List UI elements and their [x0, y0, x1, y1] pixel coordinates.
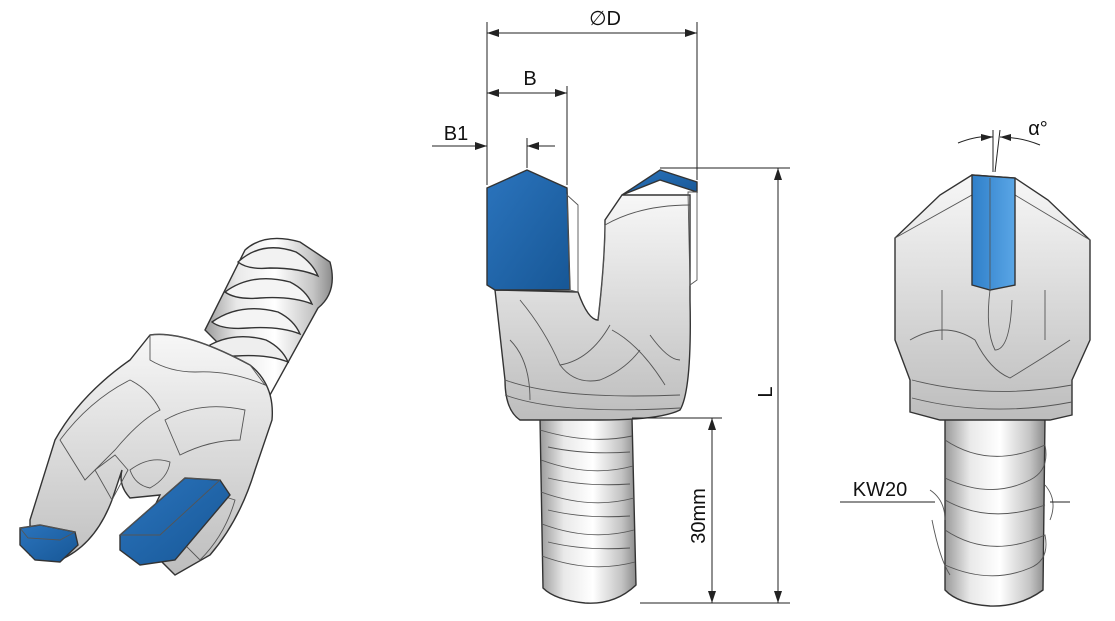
dimension-length: L — [640, 167, 790, 604]
dimension-angle: α° — [957, 118, 1048, 173]
front-threaded-shank — [539, 417, 637, 604]
front-carbide-tip-right — [621, 169, 698, 286]
dimension-b1: B1 — [432, 123, 555, 168]
isometric-view — [19, 237, 333, 576]
side-threaded-shank — [929, 417, 1054, 607]
shank-label: 30mm — [688, 488, 710, 544]
front-head — [494, 194, 691, 421]
wrench-label: KW20 — [853, 479, 907, 501]
length-label: L — [755, 386, 777, 397]
dimension-b: B — [487, 68, 568, 185]
dimension-wrench: KW20 — [840, 479, 1070, 503]
side-carbide-tip — [971, 174, 1016, 291]
b1-label: B1 — [444, 123, 468, 145]
diameter-label: ∅D — [589, 8, 621, 30]
iso-carbide-tip-left — [19, 524, 79, 563]
dimension-shank-30mm: 30mm — [632, 417, 722, 603]
front-view: ∅D B B1 L — [432, 8, 790, 604]
side-view: α° KW20 — [840, 118, 1091, 607]
angle-label: α° — [1028, 118, 1048, 140]
b-label: B — [523, 68, 536, 90]
iso-carbide-tip-right — [118, 477, 231, 566]
dimension-diameter: ∅D — [486, 8, 698, 185]
front-carbide-tip-left — [486, 169, 579, 293]
